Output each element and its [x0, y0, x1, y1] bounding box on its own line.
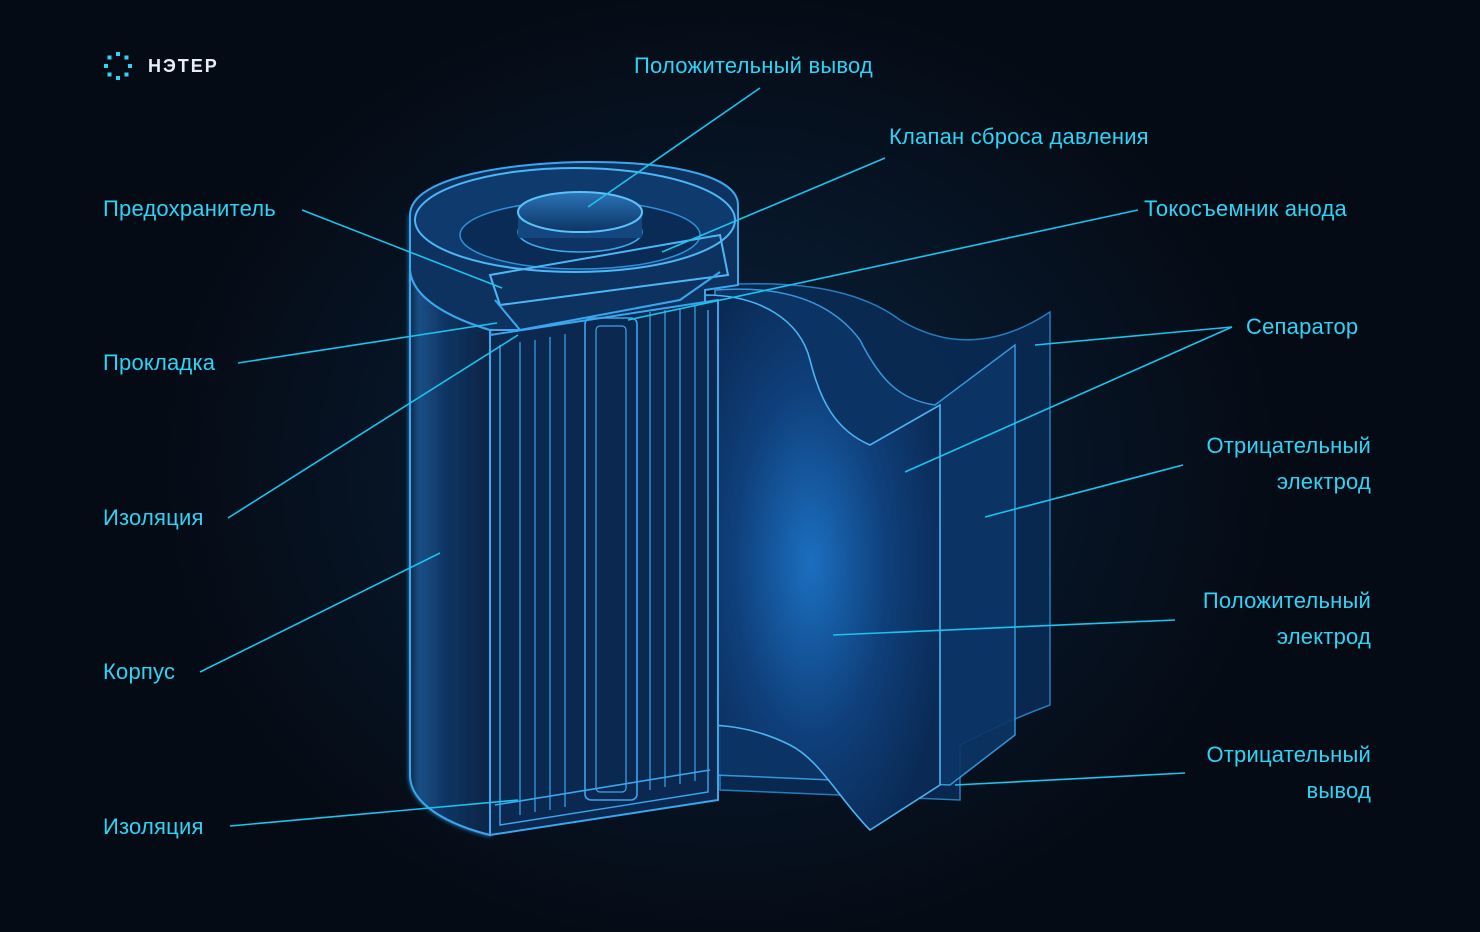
brand-name: НЭТЕР	[148, 55, 219, 76]
label-fuse: Предохранитель	[103, 196, 276, 221]
brand-logo: НЭТЕР	[103, 50, 219, 82]
label-negative-electrode-line1: Отрицательный	[1206, 433, 1371, 458]
leader-negative-terminal	[954, 772, 1186, 786]
leader-insulation-bottom	[229, 799, 519, 827]
label-negative-terminal-line1: Отрицательный	[1206, 742, 1371, 767]
label-case: Корпус	[103, 659, 176, 684]
leader-insulation-top	[227, 334, 519, 519]
label-anode-collector: Токосъемник анода	[1144, 196, 1347, 221]
leader-gasket	[237, 322, 498, 364]
positive-electrode-sheet	[704, 294, 941, 832]
label-separator: Сепаратор	[1246, 314, 1359, 339]
leader-negative-electrode	[984, 464, 1184, 518]
dotted-ring-logo-icon	[104, 52, 132, 80]
leader-separator-b	[904, 326, 1233, 473]
leader-positive-terminal	[587, 87, 761, 208]
electrode-sheets	[704, 283, 1051, 832]
leader-pressure-valve	[661, 157, 886, 253]
leader-anode-collector	[627, 209, 1139, 321]
leader-separator-a	[1034, 326, 1233, 346]
leader-case	[199, 552, 441, 673]
label-insulation-bottom: Изоляция	[103, 814, 204, 839]
label-positive-electrode-line1: Положительный	[1202, 588, 1371, 613]
leader-fuse	[301, 209, 503, 289]
leader-positive-electrode	[832, 619, 1176, 636]
label-positive-electrode-line2: электрод	[1276, 624, 1371, 649]
label-insulation-top: Изоляция	[103, 505, 204, 530]
label-negative-electrode-line2: электрод	[1276, 469, 1371, 494]
label-positive-terminal: Положительный вывод	[634, 53, 873, 78]
jelly-roll-section	[489, 298, 719, 837]
leader-lines	[199, 87, 1233, 827]
label-negative-terminal-line2: вывод	[1306, 778, 1371, 803]
label-gasket: Прокладка	[103, 350, 216, 375]
battery-case	[409, 160, 739, 837]
label-pressure-valve: Клапан сброса давления	[889, 124, 1149, 149]
